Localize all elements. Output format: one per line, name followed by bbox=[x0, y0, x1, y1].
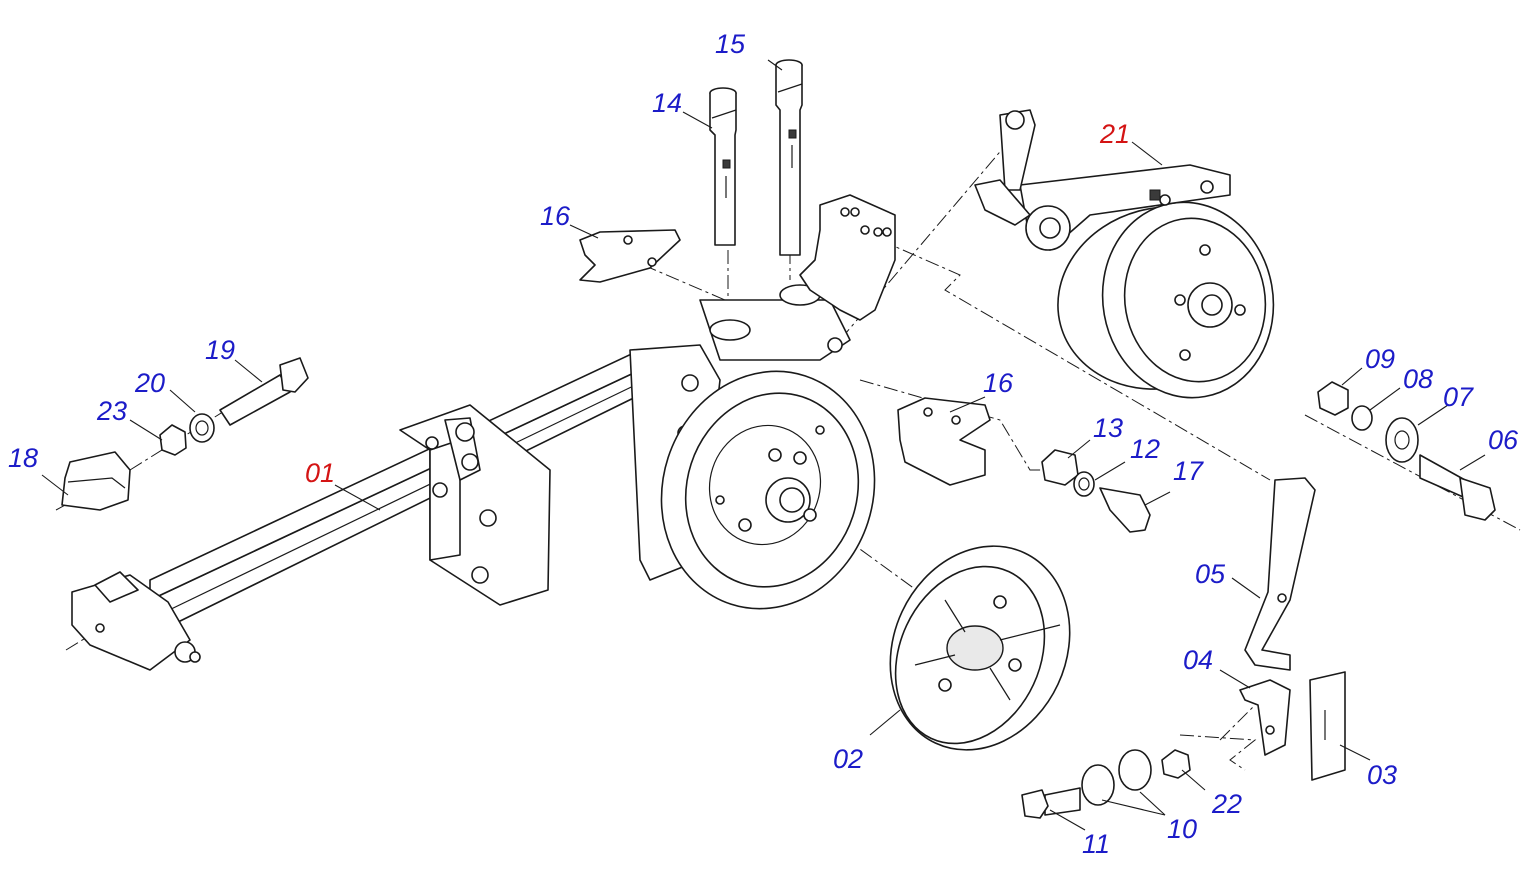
label-19: 19 bbox=[205, 335, 235, 365]
gauge-wheel-02 bbox=[889, 545, 1071, 751]
label-02: 02 bbox=[833, 744, 863, 774]
arm-05 bbox=[1244, 477, 1316, 671]
label-09: 09 bbox=[1365, 344, 1395, 374]
label-16-upper: 16 bbox=[540, 201, 571, 231]
washer-12 bbox=[1073, 471, 1095, 497]
bracket-04 bbox=[1239, 679, 1291, 756]
label-03: 03 bbox=[1367, 760, 1397, 790]
washers-10 bbox=[1081, 749, 1152, 806]
bolt-17 bbox=[1099, 487, 1151, 533]
clip-18 bbox=[61, 451, 131, 511]
washer-20 bbox=[189, 413, 215, 443]
part-labels: 01 02 03 04 05 06 07 08 09 10 11 12 13 1… bbox=[8, 29, 1519, 859]
bolt-06 bbox=[1419, 454, 1496, 521]
scraper-03 bbox=[1309, 671, 1346, 781]
label-21: 21 bbox=[1099, 119, 1130, 149]
label-16-lower: 16 bbox=[983, 368, 1014, 398]
bracket-16-lower bbox=[897, 397, 991, 486]
label-20: 20 bbox=[134, 368, 165, 398]
bracket-16-upper bbox=[579, 229, 681, 283]
label-11: 11 bbox=[1082, 829, 1110, 859]
leader-lines bbox=[41, 59, 1486, 831]
nut-13 bbox=[1041, 449, 1079, 486]
label-10: 10 bbox=[1167, 814, 1197, 844]
washer-07 bbox=[1385, 417, 1419, 463]
label-18: 18 bbox=[8, 443, 38, 473]
label-15: 15 bbox=[715, 29, 746, 59]
label-06: 06 bbox=[1488, 425, 1519, 455]
bolt-19 bbox=[219, 357, 309, 426]
nut-09 bbox=[1317, 381, 1349, 416]
washer-08 bbox=[1351, 405, 1373, 431]
label-14: 14 bbox=[652, 88, 682, 118]
nut-23 bbox=[159, 424, 187, 456]
label-13: 13 bbox=[1093, 413, 1123, 443]
label-08: 08 bbox=[1403, 364, 1433, 394]
label-12: 12 bbox=[1130, 434, 1160, 464]
label-01: 01 bbox=[305, 458, 335, 488]
closing-wheel-assembly-21 bbox=[974, 109, 1275, 399]
label-04: 04 bbox=[1183, 645, 1213, 675]
beam-assembly-01 bbox=[71, 194, 896, 671]
label-07: 07 bbox=[1443, 382, 1474, 412]
bolt-11 bbox=[1021, 787, 1081, 819]
seed-tube-15 bbox=[775, 59, 803, 256]
label-22: 22 bbox=[1211, 789, 1242, 819]
label-17: 17 bbox=[1173, 456, 1204, 486]
seed-tube-14 bbox=[709, 87, 737, 246]
label-23: 23 bbox=[96, 396, 127, 426]
label-05: 05 bbox=[1195, 559, 1226, 589]
